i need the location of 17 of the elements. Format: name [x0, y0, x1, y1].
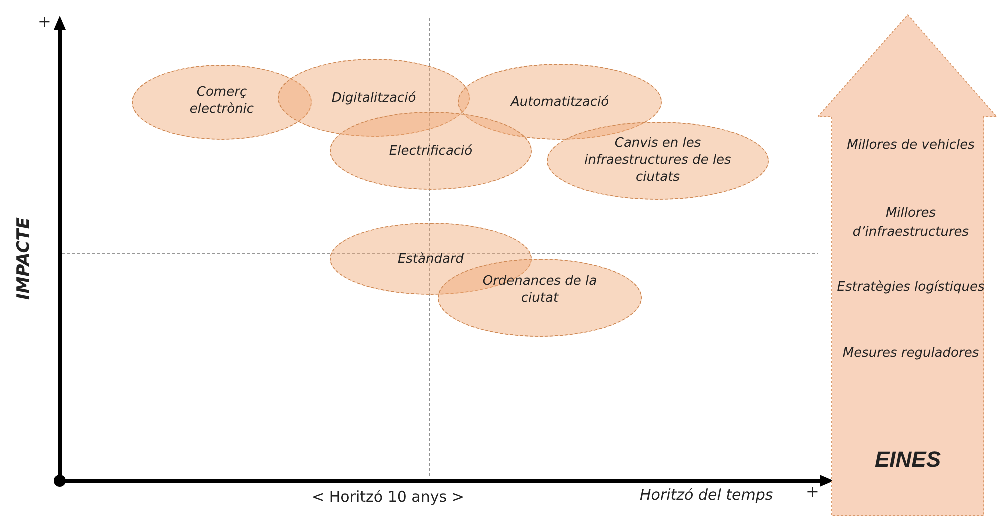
area-label: Automatització [510, 94, 610, 111]
tool-item: Estratègies logístiques [836, 279, 986, 297]
tool-item: Millores de vehicles [846, 137, 976, 155]
plus-sign: + [806, 482, 820, 501]
axis-title: Horitzó del temps [640, 486, 774, 504]
area-label: Digitalització [330, 90, 418, 107]
axis-title: IMPACTE [14, 218, 34, 300]
plus-sign: + [38, 12, 52, 31]
area-label: Estàndard [396, 251, 466, 268]
area-label: Comerç electrònic [188, 84, 256, 118]
arrow-title: EINES [874, 450, 942, 469]
area-label: Electrificació [388, 143, 474, 160]
tool-item: Mesures reguladores [842, 345, 980, 363]
area-label: Canvis en les infraestructures de les ciutats [584, 135, 732, 186]
tool-item: Millores d’infraestructures [852, 205, 970, 242]
area-label: Ordenances de la ciutat [482, 273, 598, 307]
axis-label: < Horitzó 10 anys > [312, 488, 464, 506]
